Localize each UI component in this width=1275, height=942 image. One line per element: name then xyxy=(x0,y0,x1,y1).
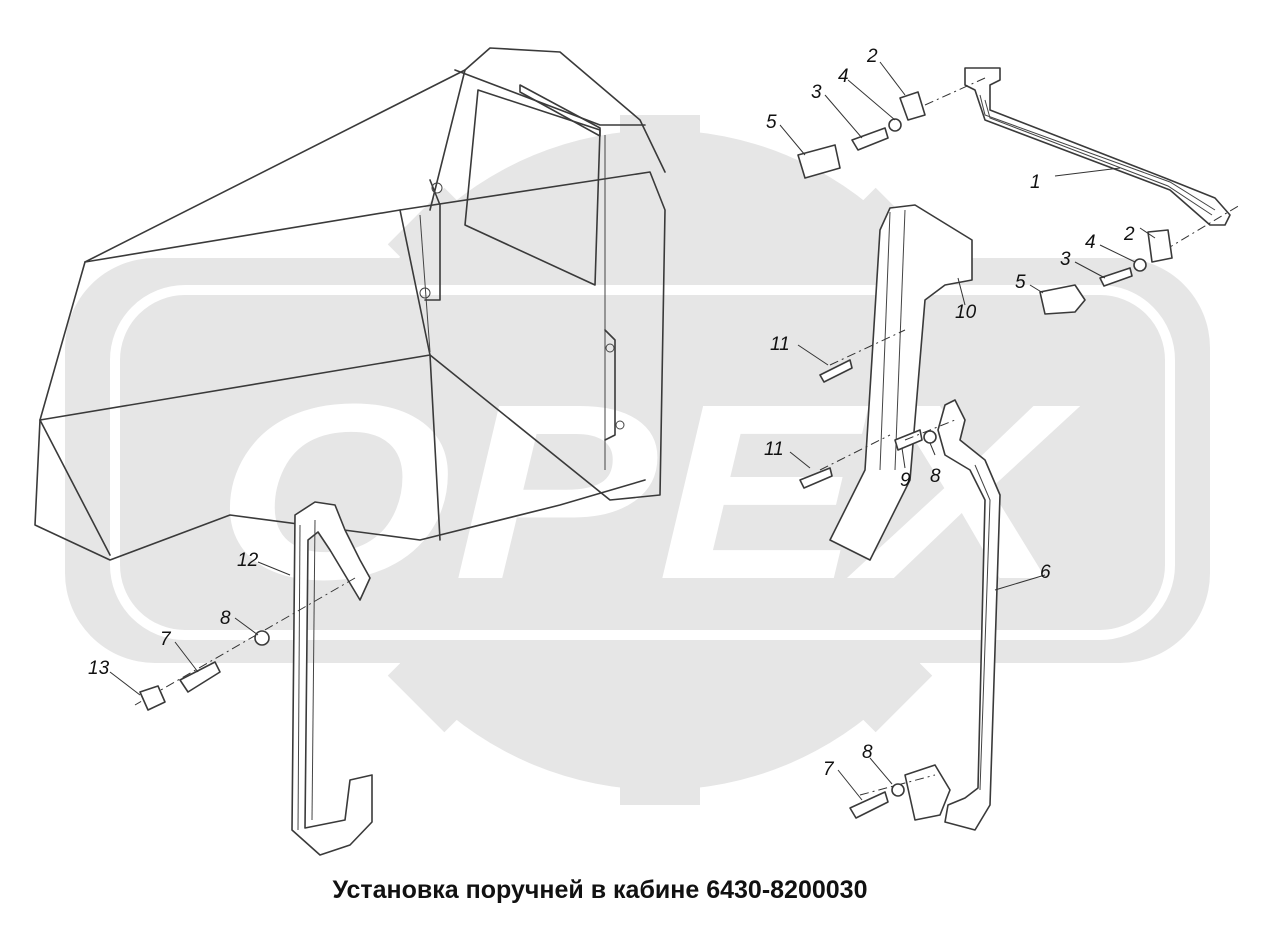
screws-top xyxy=(851,118,1147,287)
callout-6: 6 xyxy=(1040,562,1051,583)
callout-4: 4 xyxy=(838,66,849,87)
leader-lines xyxy=(109,61,1156,801)
callout-7: 7 xyxy=(823,759,835,780)
callout-3: 3 xyxy=(811,82,822,103)
pillar-trim xyxy=(819,204,973,561)
bracket-top xyxy=(899,91,1173,263)
cab-outline xyxy=(34,47,666,561)
watermark-logo: OPEX xyxy=(65,115,1210,805)
fasteners-left xyxy=(139,630,270,711)
watermark-banner-inner xyxy=(110,285,1175,640)
callout-8: 8 xyxy=(220,608,231,629)
callout-3: 3 xyxy=(1060,249,1071,270)
callout-7: 7 xyxy=(160,629,172,650)
bolt-9 xyxy=(894,429,923,451)
callout-10: 10 xyxy=(955,302,977,323)
callout-9: 9 xyxy=(900,470,911,491)
handrail-left xyxy=(134,501,373,856)
callout-8: 8 xyxy=(930,466,941,487)
callout-11: 11 xyxy=(764,439,784,460)
callout-1: 1 xyxy=(1030,172,1041,193)
diagram-caption: Установка поручней в кабине 6430-8200030 xyxy=(332,876,868,904)
callout-labels: 1 2 2 3 3 4 4 5 5 6 7 7 8 8 8 9 10 11 11… xyxy=(88,46,1135,780)
caps xyxy=(797,144,1086,315)
handrail-top xyxy=(924,67,1241,251)
callout-11: 11 xyxy=(770,334,790,355)
callout-2: 2 xyxy=(866,46,878,67)
screws-pillar xyxy=(799,359,853,489)
watermark-text: OPEX xyxy=(215,352,1081,631)
callout-13: 13 xyxy=(88,658,110,679)
fasteners-right xyxy=(849,430,937,819)
callout-5: 5 xyxy=(766,112,777,133)
callout-8: 8 xyxy=(862,742,873,763)
callout-12: 12 xyxy=(237,550,259,571)
handrail-right xyxy=(859,399,1001,831)
callout-2: 2 xyxy=(1123,224,1135,245)
callout-4: 4 xyxy=(1085,232,1096,253)
callout-5: 5 xyxy=(1015,272,1026,293)
